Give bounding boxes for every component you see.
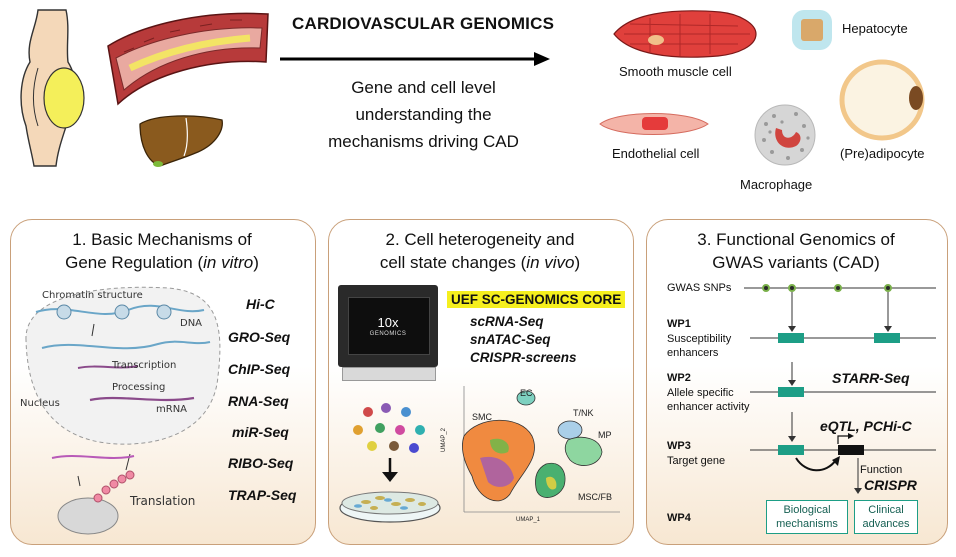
wp4-label: WP4 — [667, 512, 691, 524]
wp3-desc: Target gene — [667, 455, 726, 467]
panel2-title-italic: in vivo — [526, 253, 575, 272]
gwas-workflow-diagram — [744, 284, 936, 494]
method-gro-seq: GRO-Seq — [228, 329, 291, 345]
umap-x-axis-label: UMAP_1 — [516, 517, 541, 523]
right-arrow-icon — [280, 52, 550, 66]
macrophage-label: Macrophage — [740, 177, 813, 192]
cluster-label-mp: MP — [598, 430, 612, 440]
device-brand: 10x — [377, 315, 399, 330]
hepatocyte-illustration — [792, 10, 832, 50]
panel-functional-genomics — [646, 219, 948, 545]
function-label: Function — [860, 464, 903, 476]
wp1-desc: Susceptibility enhancers — [667, 332, 731, 360]
cluster-label-smc: SMC — [472, 412, 492, 422]
assay-crispr: CRISPR-screens — [470, 350, 577, 365]
method-mir-seq: miR-Seq — [232, 424, 289, 440]
panel1-title-line2: Gene Regulation (in vitro) — [10, 251, 314, 274]
smooth-muscle-label: Smooth muscle cell — [619, 64, 732, 79]
wp2-desc-line: Allele specific — [667, 387, 734, 399]
outcome-line: advances — [862, 518, 910, 530]
umap-plot — [462, 386, 620, 513]
subtitle-line: mechanisms driving CAD — [328, 132, 519, 151]
panel1-title-italic: in vitro — [203, 253, 254, 272]
crispr-label: CRISPR — [864, 477, 917, 493]
cluster-label-ec: EC — [520, 388, 533, 398]
sketch-transcription-label: Transcription — [112, 360, 177, 371]
panel1-title-line1: 1. Basic Mechanisms of — [72, 230, 252, 249]
sketch-chromatin-label: Chromatin structure — [42, 290, 143, 301]
body-silhouette-illustration — [20, 9, 85, 167]
liver-illustration — [139, 115, 223, 167]
panel2-title-line2: cell state changes (in vivo) — [328, 251, 632, 274]
wp3-label: WP3 — [667, 440, 691, 452]
macrophage-illustration — [754, 104, 816, 166]
umap-y-axis-label: UMAP_2 — [441, 427, 447, 452]
endothelial-cell-illustration — [599, 113, 709, 135]
outcome-clinical-advances: Clinical advances — [854, 500, 918, 534]
panel3-title-line2: GWAS variants (CAD) — [712, 253, 880, 272]
adipocyte-label: (Pre)adipocyte — [840, 146, 925, 161]
panel1-title-close: ) — [253, 253, 259, 272]
sketch-translation-label: Translation — [130, 494, 196, 508]
subtitle-line: understanding the — [355, 105, 492, 124]
cluster-label-tnk: T/NK — [573, 408, 594, 418]
wp1-label: WP1 — [667, 318, 691, 330]
panel2-title-line1: 2. Cell heterogeneity and — [385, 230, 575, 249]
wp2-label: WP2 — [667, 372, 691, 384]
gwas-snps-label: GWAS SNPs — [667, 282, 732, 294]
wp2-desc: Allele specific enhancer activity — [667, 386, 750, 414]
panel2-title: 2. Cell heterogeneity and cell state cha… — [328, 228, 632, 274]
wp3-method: eQTL, PCHi-C — [820, 418, 912, 434]
endothelial-label: Endothelial cell — [612, 146, 700, 161]
wp2-desc-line: enhancer activity — [667, 401, 750, 413]
panel2-title-text: cell state changes ( — [379, 253, 527, 272]
gene-regulation-sketch — [25, 286, 221, 535]
page-title: CARDIOVASCULAR GENOMICS — [292, 14, 555, 33]
panel2-title-close: ) — [574, 253, 581, 272]
method-hi-c: Hi-C — [246, 296, 275, 312]
sketch-mrna-label: mRNA — [156, 404, 188, 415]
assay-scrna: scRNA-Seq — [470, 314, 544, 329]
panel3-title: 3. Functional Genomics of GWAS variants … — [646, 228, 946, 274]
outcome-line: Biological — [783, 504, 831, 516]
artery-illustration — [107, 12, 269, 106]
panel3-title-line1: 3. Functional Genomics of — [697, 230, 895, 249]
subtitle: Gene and cell level understanding the me… — [316, 74, 531, 155]
cell-suspension-dish-illustration — [339, 403, 441, 523]
sketch-dna-label: DNA — [180, 318, 203, 329]
adipocyte-illustration — [839, 59, 925, 141]
wp1-desc-line: Susceptibility — [667, 333, 732, 345]
subtitle-line: Gene and cell level — [351, 78, 496, 97]
hepatocyte-label: Hepatocyte — [842, 21, 908, 36]
method-rna-seq: RNA-Seq — [228, 393, 289, 409]
method-ribo-seq: RIBO-Seq — [228, 455, 294, 471]
cluster-label-msc-fb: MSC/FB — [578, 492, 613, 502]
outcome-line: Clinical — [868, 504, 904, 516]
wp2-method: STARR-Seq — [832, 370, 910, 386]
sketch-nucleus-label: Nucleus — [20, 398, 60, 409]
assay-list: scRNA-Seq snATAC-Seq CRISPR-screens — [470, 313, 577, 367]
panel1-title-text: Gene Regulation ( — [65, 253, 204, 272]
assay-snatac: snATAC-Seq — [470, 332, 551, 347]
smooth-muscle-cell-illustration — [613, 10, 757, 58]
sketch-processing-label: Processing — [112, 382, 166, 393]
panel1-title: 1. Basic Mechanisms of Gene Regulation (… — [10, 228, 314, 274]
wp1-desc-line: enhancers — [667, 347, 719, 359]
device-sub: GENOMICS — [369, 331, 407, 337]
method-chip-seq: ChIP-Seq — [228, 361, 291, 377]
method-trap-seq: TRAP-Seq — [228, 487, 297, 503]
outcome-line: mechanisms — [776, 518, 838, 530]
outcome-biological-mechanisms: Biological mechanisms — [766, 500, 848, 534]
10x-device: 10x GENOMICS — [338, 285, 438, 381]
core-facility-label: UEF SC-GENOMICS CORE — [447, 291, 626, 308]
